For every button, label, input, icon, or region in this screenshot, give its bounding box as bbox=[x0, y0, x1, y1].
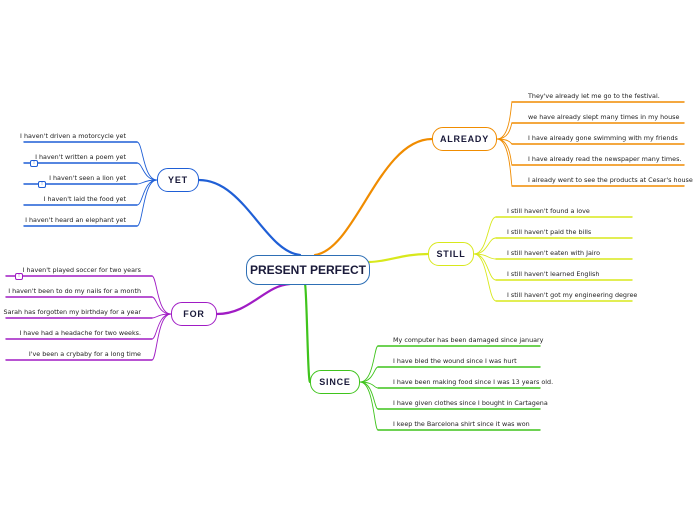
leaf-connector bbox=[473, 216, 497, 255]
leaf-connector bbox=[151, 296, 172, 315]
leaf-connector bbox=[359, 381, 379, 410]
leaf-already-4[interactable]: I have already read the newspaper many t… bbox=[528, 155, 682, 163]
leaf-for-3[interactable]: Sarah has forgotten my birthday for a ye… bbox=[3, 308, 141, 316]
leaf-connector bbox=[473, 253, 497, 302]
branch-since[interactable]: SINCE bbox=[310, 370, 360, 394]
leaf-for-4[interactable]: I have had a headache for two weeks. bbox=[19, 329, 141, 337]
leaf-already-1[interactable]: They've already let me go to the festiva… bbox=[528, 92, 660, 100]
leaf-still-4[interactable]: I still haven't learned English bbox=[507, 270, 600, 278]
leaf-since-5[interactable]: I keep the Barcelona shirt since it was … bbox=[393, 420, 530, 428]
branch-yet[interactable]: YET bbox=[157, 168, 199, 192]
connector-for bbox=[215, 282, 292, 316]
connector-since bbox=[303, 282, 312, 384]
branch-for[interactable]: FOR bbox=[171, 302, 217, 326]
leaf-still-3[interactable]: I still haven't eaten with Jairo bbox=[507, 249, 601, 257]
leaf-connector bbox=[496, 122, 513, 140]
leaf-already-3[interactable]: I have already gone swimming with my fri… bbox=[528, 134, 678, 142]
leaf-for-5[interactable]: I've been a crybaby for a long time bbox=[28, 350, 141, 358]
leaf-still-5[interactable]: I still haven't got my engineering degre… bbox=[507, 291, 638, 299]
leaf-connector bbox=[359, 366, 379, 383]
leaf-connector bbox=[473, 253, 497, 281]
flag-icon[interactable]: ! bbox=[30, 160, 38, 167]
connector-still bbox=[367, 252, 430, 264]
leaf-connector bbox=[359, 345, 379, 383]
leaf-connector bbox=[473, 237, 497, 255]
leaf-since-2[interactable]: I have bled the wound since I was hurt bbox=[393, 357, 517, 365]
central-topic[interactable]: PRESENT PERFECT bbox=[246, 255, 370, 285]
leaf-connector bbox=[136, 141, 158, 181]
leaf-still-1[interactable]: I still haven't found a love bbox=[507, 207, 590, 215]
branch-already[interactable]: ALREADY bbox=[432, 127, 497, 151]
leaf-already-2[interactable]: we have already slept many times in my h… bbox=[528, 113, 680, 121]
leaf-yet-5[interactable]: I haven't heard an elephant yet bbox=[25, 216, 126, 224]
leaf-connector bbox=[151, 275, 172, 315]
leaf-yet-3[interactable]: I haven't seen a lion yet bbox=[49, 174, 126, 182]
leaf-connector bbox=[496, 138, 513, 166]
leaf-yet-2[interactable]: I haven't written a poem yet bbox=[35, 153, 126, 161]
leaf-for-2[interactable]: I haven't been to do my nails for a mont… bbox=[8, 287, 141, 295]
leaf-since-1[interactable]: My computer has been damaged since janua… bbox=[393, 336, 544, 344]
connector-yet bbox=[197, 178, 302, 257]
leaf-connector bbox=[136, 162, 158, 181]
leaf-for-1[interactable]: I haven't played soccer for two years bbox=[22, 266, 141, 274]
flag-icon[interactable]: ! bbox=[38, 181, 46, 188]
connector-already bbox=[313, 137, 434, 257]
leaf-since-4[interactable]: I have given clothes since I bought in C… bbox=[393, 399, 548, 407]
leaf-yet-4[interactable]: I haven't laid the food yet bbox=[43, 195, 126, 203]
leaf-connector bbox=[496, 138, 513, 187]
leaf-yet-1[interactable]: I haven't driven a motorcycle yet bbox=[20, 132, 126, 140]
flag-icon[interactable]: ! bbox=[15, 273, 23, 280]
branch-still[interactable]: STILL bbox=[428, 242, 474, 266]
leaf-connector bbox=[136, 179, 158, 227]
leaf-connector bbox=[151, 313, 172, 361]
leaf-connector bbox=[496, 101, 513, 140]
leaf-still-2[interactable]: I still haven't paid the bills bbox=[507, 228, 592, 236]
leaf-connector bbox=[359, 381, 379, 431]
leaf-since-3[interactable]: I have been making food since I was 13 y… bbox=[393, 378, 554, 386]
leaf-already-5[interactable]: I already went to see the products at Ce… bbox=[528, 176, 693, 184]
